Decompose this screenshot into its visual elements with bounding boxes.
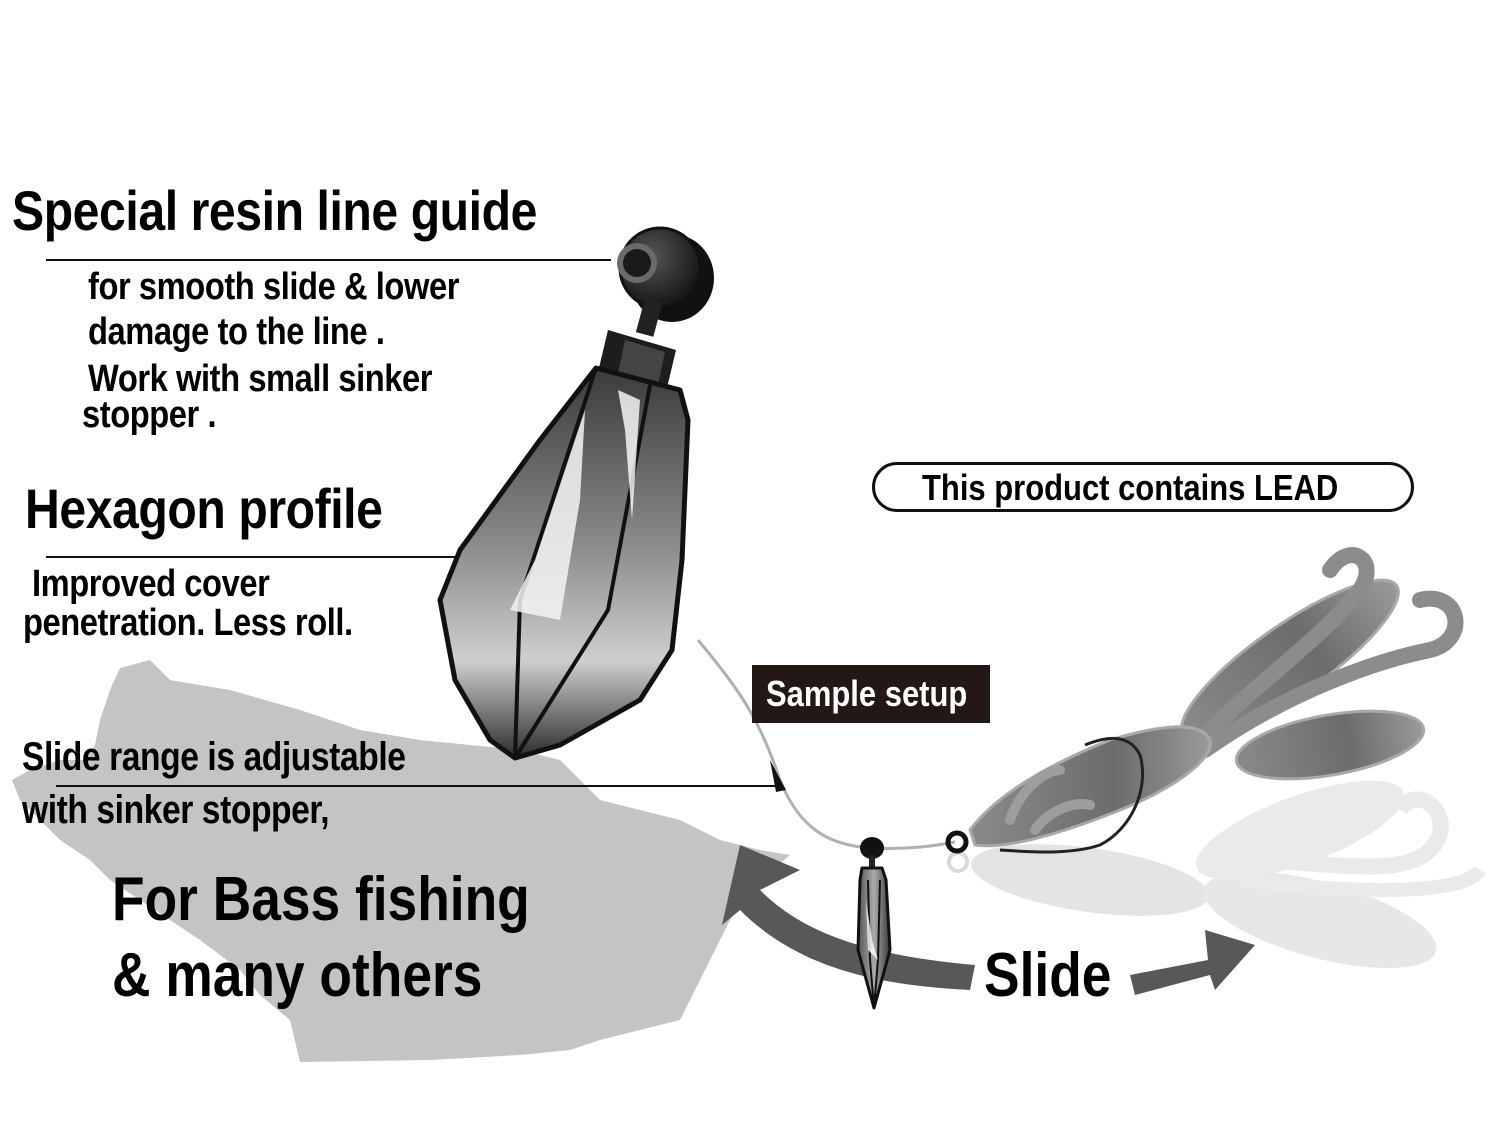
fishing-line <box>696 639 956 850</box>
craw-soft-bait-icon <box>945 547 1464 854</box>
sinker-stopper-icon <box>770 760 786 792</box>
feature-line-guide-desc-2: damage to the line . <box>88 311 385 353</box>
small-sinker-icon <box>856 837 892 1010</box>
feature-title-line-guide: Special resin line guide <box>12 179 537 242</box>
feature-line-guide-desc-3: Work with small sinker <box>88 358 433 400</box>
slide-label: Slide <box>984 941 1112 1010</box>
craw-soft-bait-ghost <box>947 780 1486 969</box>
slide-arrows-icon <box>722 845 1255 995</box>
sample-setup-label <box>752 665 990 723</box>
leader-line-guide <box>46 259 611 261</box>
feature-line-guide-desc-4: stopper . <box>82 394 217 436</box>
sample-setup-text: Sample setup <box>766 673 968 714</box>
lead-notice-text: This product contains LEAD <box>922 467 1339 508</box>
usage-line-2: & many others <box>112 941 483 1010</box>
leader-line-hexagon <box>46 556 456 558</box>
feature-slide-range-desc-2: with sinker stopper, <box>22 788 330 832</box>
feature-slide-range-desc-1: Slide range is adjustable <box>22 735 406 779</box>
feature-title-hexagon: Hexagon profile <box>25 477 383 540</box>
bass-fish-silhouette <box>12 660 790 1062</box>
feature-line-guide-desc-1: for smooth slide & lower <box>88 266 459 308</box>
leader-line-slide-range <box>56 785 778 787</box>
lead-notice-badge <box>872 462 1414 512</box>
sinker-weight-icon <box>437 226 714 761</box>
usage-text: For Bass fishing & many others <box>112 862 530 1014</box>
feature-hexagon-desc-1: Improved cover <box>32 563 270 605</box>
usage-line-1: For Bass fishing <box>112 865 530 934</box>
feature-hexagon-desc-2: penetration. Less roll. <box>23 602 353 644</box>
